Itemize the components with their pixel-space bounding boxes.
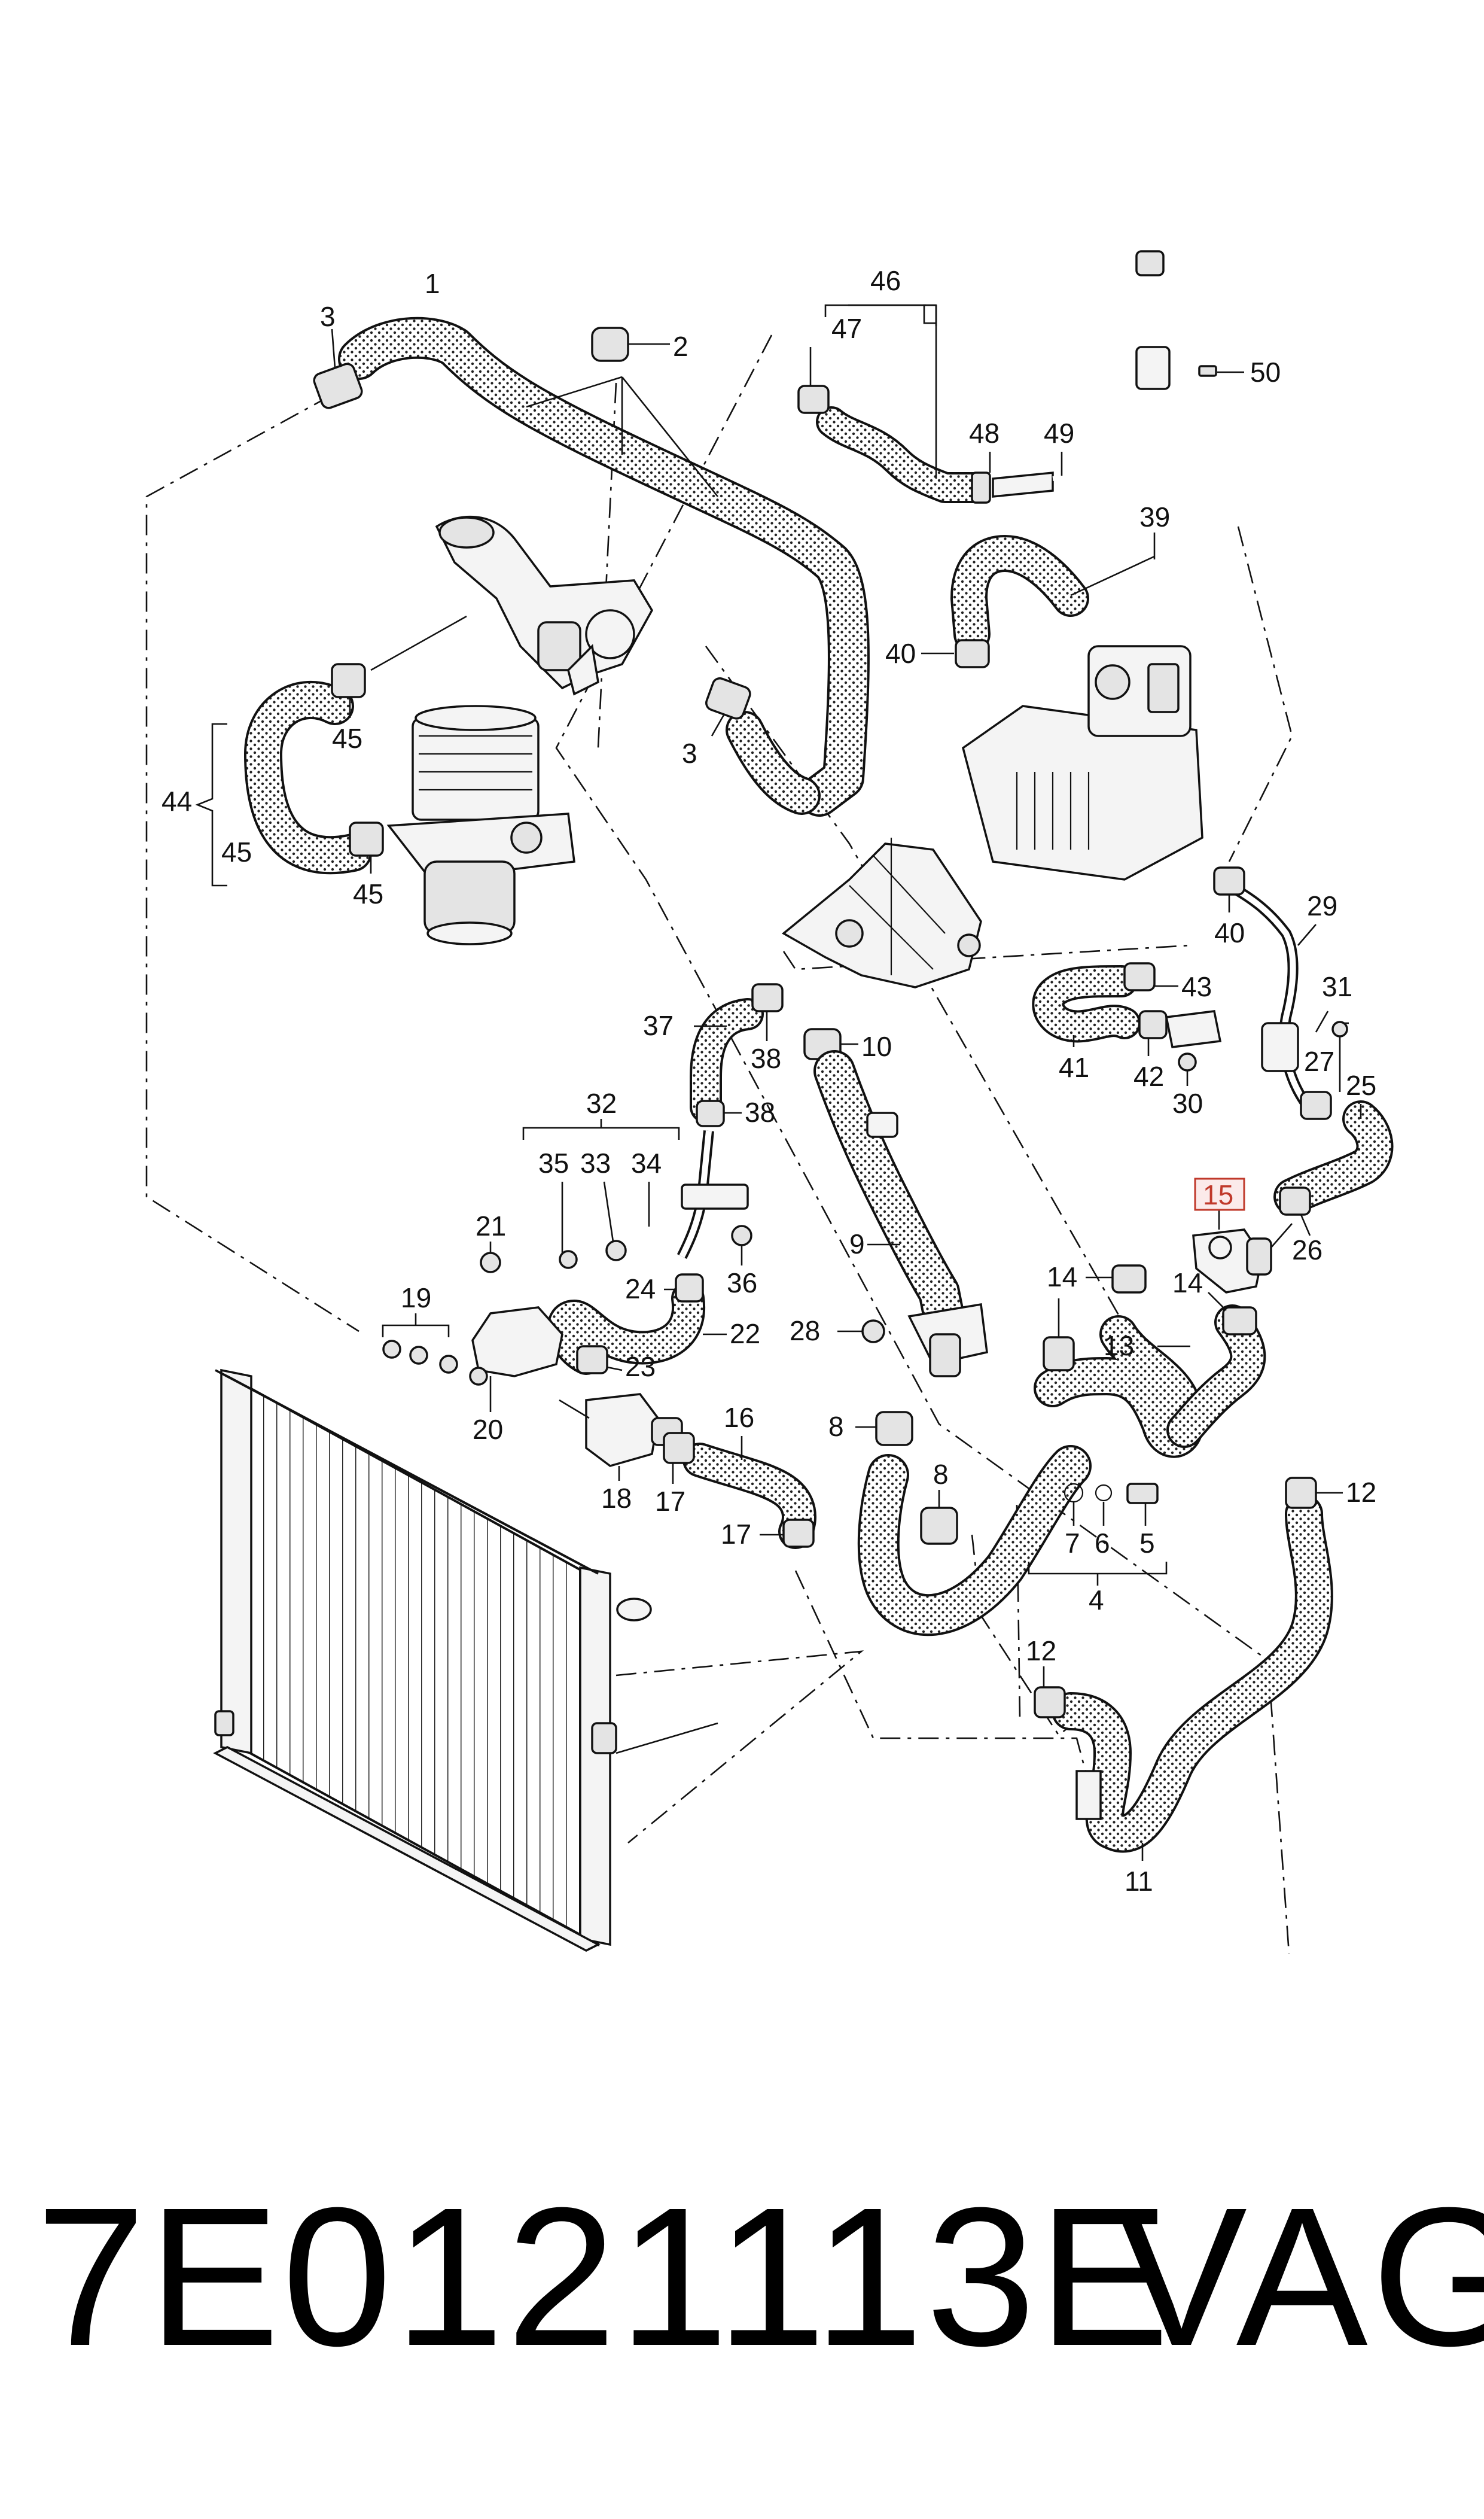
callout-23: 23 [625, 1351, 656, 1382]
callout-14a: 14 [1047, 1261, 1077, 1292]
fitting-4 [1028, 1483, 1168, 1586]
hose-37 [690, 983, 784, 1127]
callout-7: 7 [1065, 1528, 1080, 1559]
callout-46: 46 [870, 265, 901, 296]
callout-42: 42 [1133, 1061, 1164, 1092]
callout-8b: 8 [933, 1459, 949, 1490]
callout-15: 15 [1203, 1179, 1233, 1210]
pipe-29 [1213, 866, 1349, 1120]
callout-11: 11 [1125, 1866, 1153, 1897]
callout-10: 10 [861, 1031, 892, 1062]
callout-9: 9 [849, 1228, 865, 1260]
callout-39: 39 [1139, 501, 1170, 533]
callout-28: 28 [790, 1315, 820, 1346]
callout-24: 24 [625, 1273, 656, 1304]
callout-17b: 17 [721, 1519, 751, 1550]
callout-34: 34 [631, 1148, 662, 1179]
part-number: 7E0121113E [36, 2166, 1172, 2387]
callout-13: 13 [1104, 1330, 1134, 1361]
radiator [213, 1368, 718, 1952]
callout-15-highlight: 15 [1194, 1178, 1245, 1211]
callout-30: 30 [1172, 1088, 1203, 1119]
callout-38b: 38 [745, 1097, 775, 1128]
hose-9 [813, 1050, 966, 1343]
hose-22 [547, 1273, 727, 1375]
hose-39 [921, 533, 1156, 668]
callout-labels: 1 2 3 3 4 5 6 7 8 8 9 10 11 12 12 13 14 … [161, 265, 1376, 1897]
hose-25 [1273, 1100, 1394, 1236]
callout-3b: 3 [682, 738, 697, 769]
oil-cooler-assembly [386, 705, 575, 945]
callout-45c: 45 [353, 878, 383, 909]
callout-43: 43 [1181, 971, 1212, 1002]
callout-41: 41 [1059, 1052, 1089, 1083]
callout-6: 6 [1095, 1528, 1110, 1559]
callout-40b: 40 [1214, 917, 1245, 948]
clamp-3-lower [705, 677, 821, 815]
callout-32: 32 [586, 1088, 617, 1119]
callout-3a: 3 [320, 301, 336, 332]
hose-13 [1034, 1264, 1266, 1458]
clamp-3-upper [313, 328, 363, 409]
callout-29: 29 [1307, 890, 1337, 921]
callout-44: 44 [161, 786, 192, 817]
callout-35: 35 [538, 1148, 569, 1179]
hose-8 [855, 1411, 1092, 1636]
pipe-32 [522, 1119, 752, 1269]
callout-2: 2 [673, 331, 688, 362]
callout-31: 31 [1322, 971, 1352, 1002]
callout-37: 37 [643, 1010, 674, 1041]
bracket-20 [382, 1242, 563, 1412]
brand-name: VAG [1116, 2166, 1484, 2387]
callout-45b: 45 [221, 836, 252, 868]
callout-45a: 45 [332, 723, 362, 754]
callout-14b: 14 [1172, 1267, 1203, 1298]
callout-12b: 12 [1346, 1477, 1376, 1508]
callout-22: 22 [730, 1318, 760, 1349]
hose-45 [195, 615, 467, 887]
callout-25: 25 [1346, 1070, 1376, 1101]
callout-50: 50 [1250, 357, 1281, 388]
callout-26: 26 [1292, 1234, 1323, 1265]
hose-16 [663, 1432, 816, 1549]
callout-8a: 8 [828, 1411, 844, 1442]
callout-12a: 12 [1026, 1635, 1056, 1666]
callout-1: 1 [425, 268, 440, 299]
callout-19: 19 [401, 1282, 431, 1313]
thermostat-housing [435, 515, 654, 696]
callout-48: 48 [969, 418, 1000, 449]
callout-21: 21 [476, 1210, 506, 1242]
central-pipe-junction [781, 838, 982, 988]
hose-1 [338, 317, 870, 817]
callout-40a: 40 [885, 638, 916, 669]
callout-47: 47 [831, 313, 862, 344]
callout-20: 20 [473, 1414, 503, 1445]
flange-28 [837, 1303, 988, 1377]
callout-17a: 17 [655, 1486, 685, 1517]
valve-15 [1192, 1209, 1293, 1294]
callout-18: 18 [601, 1483, 632, 1514]
callout-5: 5 [1139, 1528, 1155, 1559]
callout-27: 27 [1304, 1046, 1334, 1077]
hose-41 [1032, 962, 1222, 1086]
callout-4: 4 [1089, 1584, 1104, 1616]
callout-33: 33 [580, 1148, 611, 1179]
callout-38a: 38 [751, 1043, 781, 1074]
hose-11 [1034, 1477, 1343, 1861]
egr-cooler [961, 645, 1203, 881]
callout-36: 36 [727, 1267, 757, 1298]
callout-49: 49 [1044, 418, 1074, 449]
clip-2 [591, 327, 670, 362]
hose-46 [797, 250, 1244, 504]
callout-16: 16 [724, 1402, 754, 1433]
